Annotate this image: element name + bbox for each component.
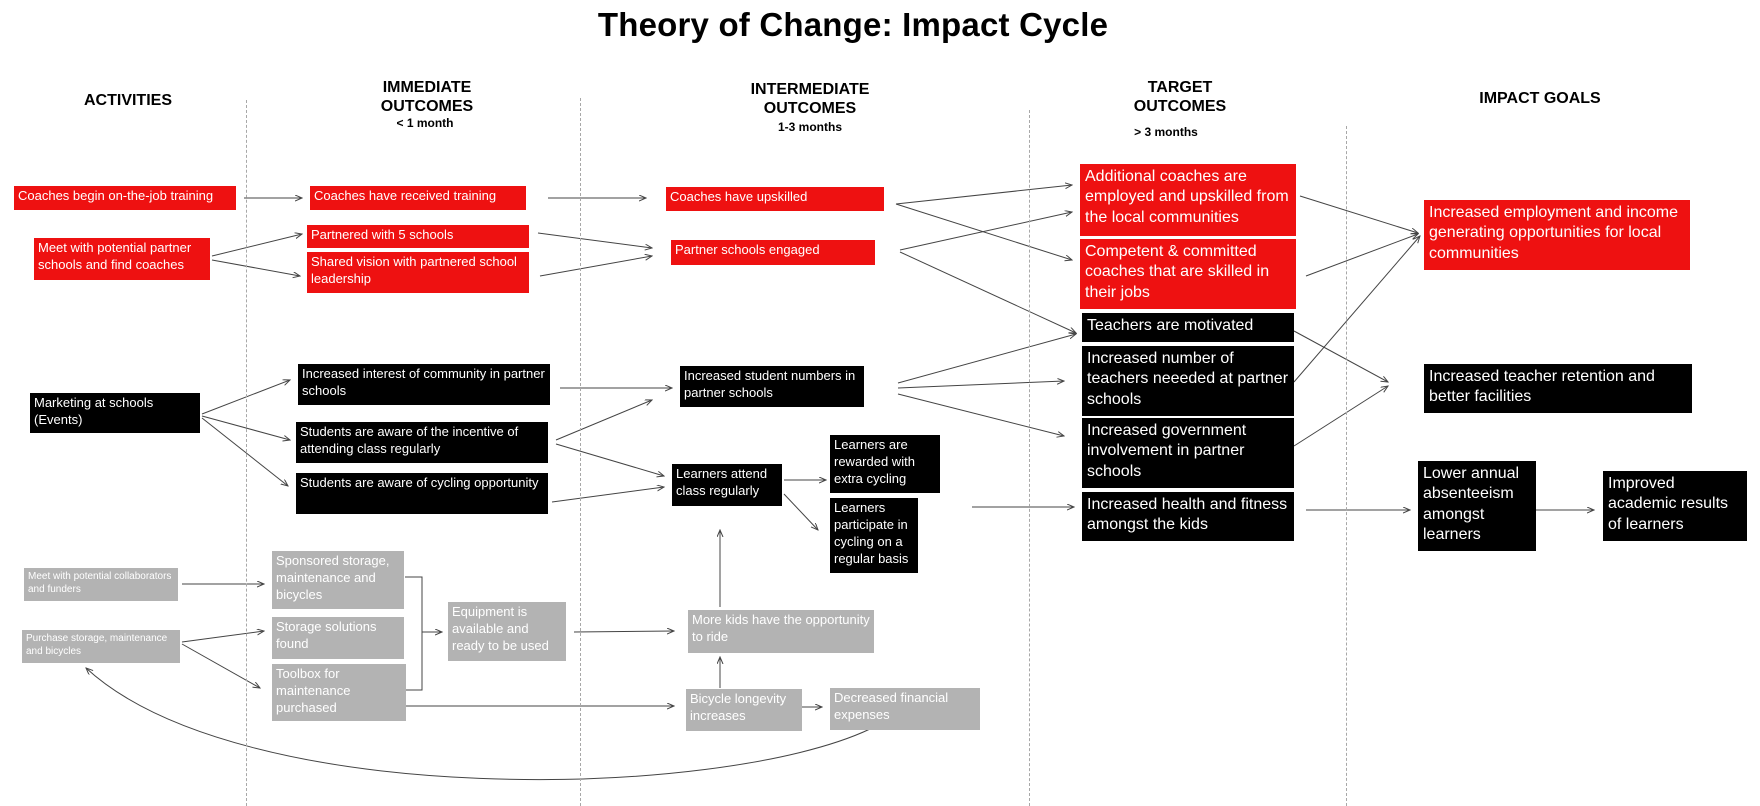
goal-improved-academic-results: Improved academic results of learners [1603,471,1747,541]
intermediate-learners-participate: Learners participate in cycling on a reg… [830,498,918,573]
immediate-equipment-available: Equipment is available and ready to be u… [448,602,566,661]
activity-meet-collaborators: Meet with potential collaborators and fu… [24,568,178,601]
column-divider [246,100,247,806]
activity-coaches-training: Coaches begin on-the-job training [14,186,236,210]
immediate-storage-solutions: Storage solutions found [272,617,404,659]
intermediate-student-numbers: Increased student numbers in partner sch… [680,366,864,407]
intermediate-decreased-expenses: Decreased financial expenses [830,688,980,730]
column-divider [580,98,581,806]
connector-arrow [783,493,818,530]
column-heading-activities: ACTIVITIES [83,92,172,109]
immediate-partnered-5-schools: Partnered with 5 schools [307,225,529,248]
target-teachers-motivated: Teachers are motivated [1082,313,1294,342]
connector-arrow [551,487,664,503]
goal-employment-income: Increased employment and income generati… [1424,200,1690,270]
column-timeframe-intermediate: 1-3 months [777,120,842,134]
target-competent-coaches: Competent & committed coaches that are s… [1080,239,1296,309]
connector-arrow [895,203,1072,260]
column-heading-impact-goals: IMPACT GOALS [1479,90,1601,107]
immediate-community-interest: Increased interest of community in partn… [298,364,550,405]
connector-arrow [211,259,300,276]
target-government-involvement: Increased government involvement in part… [1082,418,1294,488]
connector-arrow [181,643,260,688]
connector-arrow [895,185,1072,205]
connector-arrow [899,251,1076,333]
connector-arrow [1293,236,1420,383]
column-timeframe-target: > 3 months [1134,125,1198,139]
connector-arrow [537,232,652,248]
activity-purchase-storage: Purchase storage, maintenance and bicycl… [22,630,180,663]
intermediate-coaches-upskilled: Coaches have upskilled [666,187,884,211]
connector-bracket [405,576,423,691]
target-teachers-needed: Increased number of teachers neeeded at … [1082,346,1294,416]
column-heading-immediate-outcomes: IMMEDIATE OUTCOMES [380,79,474,115]
immediate-aware-of-cycling: Students are aware of cycling opportunit… [296,473,548,514]
connector-arrow [573,631,674,632]
activity-marketing-at-schools: Marketing at schools (Events) [30,393,200,433]
intermediate-partner-schools-engaged: Partner schools engaged [671,240,875,265]
connector-arrow [897,334,1076,384]
column-heading-target-outcomes: TARGET OUTCOMES [1133,79,1227,115]
intermediate-more-kids-ride: More kids have the opportunity to ride [688,610,874,653]
goal-lower-absenteeism: Lower annual absenteeism amongst learner… [1418,461,1536,551]
connector-arrow [897,393,1064,436]
connector-arrow [181,631,264,643]
connector-arrow [555,443,664,476]
immediate-toolbox-purchased: Toolbox for maintenance purchased [272,664,406,721]
target-additional-coaches: Additional coaches are employed and upsk… [1080,164,1296,236]
column-divider [1346,126,1347,806]
immediate-sponsored-storage: Sponsored storage, maintenance and bicyc… [272,551,404,609]
intermediate-learners-rewarded: Learners are rewarded with extra cycling [830,435,940,493]
intermediate-learners-attend-class: Learners attend class regularly [672,464,782,506]
goal-teacher-retention: Increased teacher retention and better f… [1424,364,1692,413]
immediate-coaches-received-training: Coaches have received training [310,186,526,210]
column-heading-intermediate-outcomes: INTERMEDIATE OUTCOMES [750,81,870,117]
connector-arrow [539,256,652,277]
connector-arrow [1305,234,1418,277]
immediate-shared-vision: Shared vision with partnered school lead… [307,252,529,293]
connector-arrow [555,400,652,441]
connector-arrow [1299,195,1418,233]
connector-arrow [1293,330,1388,382]
activity-meet-partner-schools: Meet with potential partner schools and … [34,238,210,280]
connector-arrow [211,234,302,257]
column-timeframe-immediate: < 1 month [396,116,454,130]
connector-arrow [201,417,288,486]
connector-arrow [897,381,1064,389]
connector-arrow [1293,386,1388,447]
intermediate-bicycle-longevity: Bicycle longevity increases [686,689,802,731]
immediate-aware-of-incentive: Students are aware of the incentive of a… [296,422,548,463]
target-health-fitness: Increased health and fitness amongst the… [1082,492,1294,541]
diagram-title: Theory of Change: Impact Cycle [597,6,1109,43]
column-divider [1029,110,1030,806]
connector-arrow [899,212,1072,251]
